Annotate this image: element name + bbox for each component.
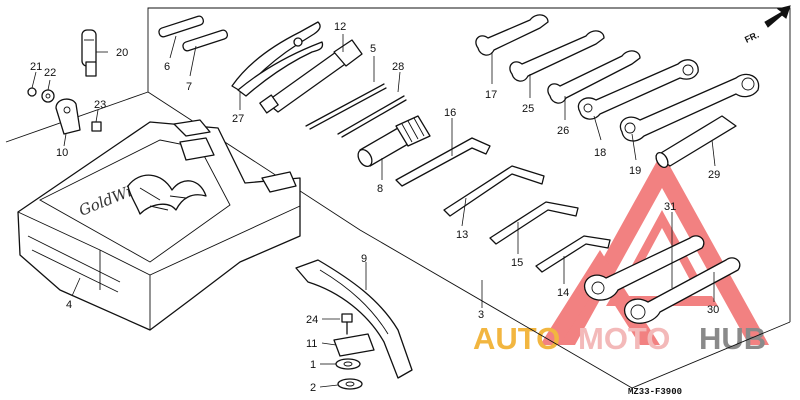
callout-7: 7 bbox=[186, 81, 192, 93]
tool-holder-20 bbox=[81, 29, 97, 77]
screwdriver-5 bbox=[305, 83, 387, 130]
plug-wrench-30 bbox=[624, 257, 741, 324]
callout-20: 20 bbox=[116, 47, 128, 59]
bolt-23 bbox=[91, 121, 102, 132]
callout-2: 2 bbox=[310, 382, 316, 394]
socket-wrench-12 bbox=[259, 39, 363, 114]
callout-22: 22 bbox=[44, 67, 56, 79]
box-wrench-19 bbox=[619, 73, 760, 142]
callout-31: 31 bbox=[664, 201, 676, 213]
hex-key-14 bbox=[535, 235, 611, 273]
callout-19: 19 bbox=[629, 165, 641, 177]
callout-1: 1 bbox=[310, 359, 316, 371]
hex-key-16 bbox=[395, 137, 491, 187]
tool-case: GoldWing bbox=[17, 119, 301, 331]
watermark-text-auto: AUTO bbox=[473, 321, 560, 356]
callout-28: 28 bbox=[392, 61, 404, 73]
catalog-code: MZ33-F3900 bbox=[628, 387, 682, 397]
callout-23: 23 bbox=[94, 99, 106, 111]
grommet-22 bbox=[41, 89, 55, 103]
callout-30: 30 bbox=[707, 304, 719, 316]
front-direction-arrow: FR. bbox=[743, 5, 791, 45]
open-end-wrench-17 bbox=[475, 14, 549, 56]
pliers bbox=[231, 21, 324, 97]
eagle-emblem-icon bbox=[127, 174, 207, 215]
screw-21 bbox=[27, 87, 37, 97]
callout-17: 17 bbox=[485, 89, 497, 101]
screwdriver-28 bbox=[337, 95, 407, 138]
callout-25: 25 bbox=[522, 103, 534, 115]
tool-strap-9 bbox=[295, 259, 413, 379]
callout-9: 9 bbox=[361, 253, 367, 265]
callout-10: 10 bbox=[56, 147, 68, 159]
callout-26: 26 bbox=[557, 125, 569, 137]
callout-3: 3 bbox=[478, 309, 484, 321]
callout-labels: 6 7 27 12 5 28 8 16 13 15 14 17 25 26 18… bbox=[30, 21, 720, 394]
callout-13: 13 bbox=[456, 229, 468, 241]
callout-29: 29 bbox=[708, 169, 720, 181]
callout-16: 16 bbox=[444, 107, 456, 119]
bolt-24 bbox=[341, 313, 353, 335]
callout-15: 15 bbox=[511, 257, 523, 269]
callout-24: 24 bbox=[306, 314, 318, 326]
callout-4: 4 bbox=[66, 299, 72, 311]
callout-6: 6 bbox=[164, 61, 170, 73]
hex-key-13 bbox=[443, 165, 545, 217]
leader-lines bbox=[31, 34, 716, 388]
fuse-holder-6 bbox=[158, 15, 205, 38]
front-direction-label: FR. bbox=[743, 30, 760, 45]
open-end-wrench-26 bbox=[547, 50, 641, 104]
hex-key-15 bbox=[489, 201, 579, 245]
watermark-text-hub: HUB bbox=[699, 321, 766, 356]
handle-grip-29 bbox=[655, 115, 737, 169]
open-end-wrench-25 bbox=[509, 30, 605, 82]
screwdriver-handle-8 bbox=[357, 115, 431, 168]
bracket-11 bbox=[333, 333, 375, 357]
washer-2 bbox=[337, 378, 363, 390]
plug-wrench-31 bbox=[583, 235, 705, 301]
watermark-text-moto: MOTO bbox=[578, 321, 670, 356]
callout-12: 12 bbox=[334, 21, 346, 33]
callout-8: 8 bbox=[377, 183, 383, 195]
callout-27: 27 bbox=[232, 113, 244, 125]
washer-1 bbox=[335, 358, 361, 370]
callout-21: 21 bbox=[30, 61, 42, 73]
callout-5: 5 bbox=[370, 43, 376, 55]
callout-14: 14 bbox=[557, 287, 569, 299]
watermark: AUTO MOTO HUB bbox=[473, 152, 769, 356]
fuse-holder-7 bbox=[182, 29, 229, 52]
callout-18: 18 bbox=[594, 147, 606, 159]
stay-bracket-10 bbox=[55, 98, 81, 135]
callout-11: 11 bbox=[306, 338, 317, 350]
